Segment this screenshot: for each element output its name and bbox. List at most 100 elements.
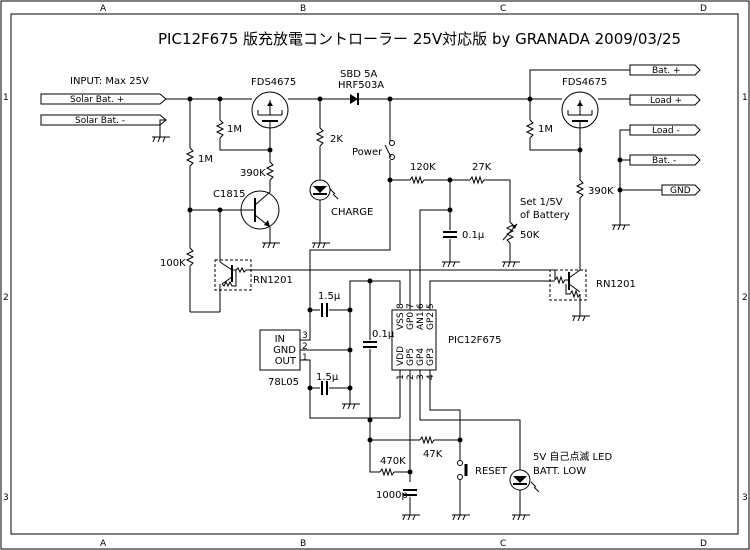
resistor-1m-gate [215, 119, 225, 139]
svg-text:100K: 100K [160, 258, 186, 269]
svg-text:HRF503A: HRF503A [338, 80, 384, 91]
reset-switch [457, 460, 468, 480]
diode-sbd [350, 93, 359, 105]
row-label-3-left: 3 [3, 493, 9, 503]
input-label: INPUT: Max 25V [70, 76, 149, 87]
svg-text:IN: IN [275, 334, 285, 345]
row-label-1-right: 1 [742, 93, 748, 103]
svg-text:390K: 390K [588, 186, 614, 197]
svg-text:GP0: GP0 [406, 312, 416, 330]
svg-text:50K: 50K [520, 230, 540, 241]
led-charge [309, 179, 339, 201]
svg-text:GP4: GP4 [416, 348, 426, 366]
svg-text:2: 2 [406, 374, 416, 380]
svg-text:AN1: AN1 [416, 311, 426, 330]
port-bat-minus: Bat. - [629, 154, 701, 166]
resistor-27k [469, 175, 485, 185]
port-load-plus: Load + [629, 94, 701, 106]
svg-text:GND: GND [670, 186, 691, 196]
svg-text:47K: 47K [423, 449, 443, 460]
svg-text:FDS4675: FDS4675 [562, 77, 607, 88]
svg-text:GP3: GP3 [426, 348, 436, 366]
svg-text:5: 5 [426, 303, 436, 309]
svg-text:7: 7 [406, 303, 416, 309]
svg-text:6: 6 [416, 303, 426, 309]
ground-icon [572, 315, 590, 322]
row-label-1-left: 1 [3, 93, 9, 103]
svg-text:1000p: 1000p [376, 490, 408, 501]
svg-text:390K: 390K [240, 168, 266, 179]
rn1201-right [549, 269, 587, 301]
inner-frame [10, 13, 739, 535]
port-bat-plus: Bat. + [629, 64, 701, 76]
ground-icon [502, 261, 520, 268]
svg-text:Bat. -: Bat. - [652, 156, 676, 166]
resistor-470k [379, 467, 395, 477]
rn1201-left [214, 259, 252, 291]
col-label-a-bottom: A [100, 539, 107, 549]
svg-text:78L05: 78L05 [268, 377, 299, 388]
resistor-390k-2 [575, 179, 585, 199]
port-solar-plus: Solar Bat. + [40, 93, 167, 105]
row-label-2-left: 2 [3, 293, 9, 303]
mosfet-2 [561, 91, 599, 150]
svg-text:1: 1 [302, 353, 308, 363]
mcu-top-pins: VSS GP0 AN1 GP2 8 7 6 5 [396, 303, 436, 330]
col-label-c-top: C [500, 4, 506, 14]
svg-text:C1815: C1815 [213, 189, 245, 200]
ground-icon [512, 514, 530, 521]
svg-text:SBD 5A: SBD 5A [340, 69, 377, 80]
svg-text:VSS: VSS [396, 312, 406, 330]
col-label-d-bottom: D [700, 539, 707, 549]
port-solar-minus: Solar Bat. - [40, 114, 167, 126]
schematic-title: PIC12F675 版充放電コントローラー 25V対応版 by GRANADA … [158, 30, 681, 48]
resistor-390k-1 [265, 161, 275, 181]
svg-text:Load -: Load - [652, 126, 680, 136]
svg-text:of Battery: of Battery [520, 210, 570, 221]
svg-text:CHARGE: CHARGE [331, 207, 373, 218]
svg-text:VDD: VDD [396, 346, 406, 366]
col-label-b-bottom: B [300, 539, 306, 549]
svg-text:RESET: RESET [475, 466, 508, 477]
svg-text:Solar Bat. +: Solar Bat. + [70, 95, 124, 105]
svg-text:RN1201: RN1201 [596, 279, 636, 290]
row-label-3-right: 3 [742, 493, 748, 503]
svg-text:GND: GND [273, 345, 296, 356]
svg-text:2: 2 [302, 342, 308, 352]
port-load-minus: Load - [629, 124, 701, 136]
svg-text:3: 3 [416, 374, 426, 380]
resistor-100k [185, 247, 195, 267]
svg-text:1.5μ: 1.5μ [316, 372, 339, 383]
power-switch [384, 140, 395, 160]
svg-text:Power: Power [352, 147, 383, 158]
svg-text:GP5: GP5 [406, 348, 416, 366]
ground-icon [342, 403, 360, 410]
svg-text:1M: 1M [538, 124, 553, 135]
ground-icon [312, 242, 330, 249]
svg-text:1.5μ: 1.5μ [318, 291, 341, 302]
row-label-2-right: 2 [742, 293, 748, 303]
resistor-1m-gate-2 [525, 119, 535, 139]
resistor-120k [409, 175, 425, 185]
ground-icon [442, 261, 460, 268]
port-gnd: GND [661, 184, 701, 196]
svg-text:Bat. +: Bat. + [652, 66, 680, 76]
svg-text:120K: 120K [410, 162, 436, 173]
svg-text:BATT. LOW: BATT. LOW [533, 466, 586, 477]
svg-text:FDS4675: FDS4675 [251, 77, 296, 88]
col-label-b-top: B [300, 4, 306, 14]
col-label-c-bottom: C [500, 539, 506, 549]
ground-icon [612, 224, 630, 231]
mosfet-1 [251, 91, 289, 150]
mcu-bottom-pins: VDD GP5 GP4 GP3 1 2 3 4 [396, 346, 436, 380]
mcu-pic12f675 [391, 309, 437, 371]
svg-text:1M: 1M [227, 124, 242, 135]
ground-icon [402, 514, 420, 521]
svg-text:27K: 27K [472, 162, 492, 173]
svg-text:1: 1 [396, 374, 406, 380]
svg-text:2K: 2K [330, 134, 343, 145]
svg-text:PIC12F675: PIC12F675 [448, 335, 502, 346]
svg-text:Solar Bat. -: Solar Bat. - [75, 116, 125, 126]
